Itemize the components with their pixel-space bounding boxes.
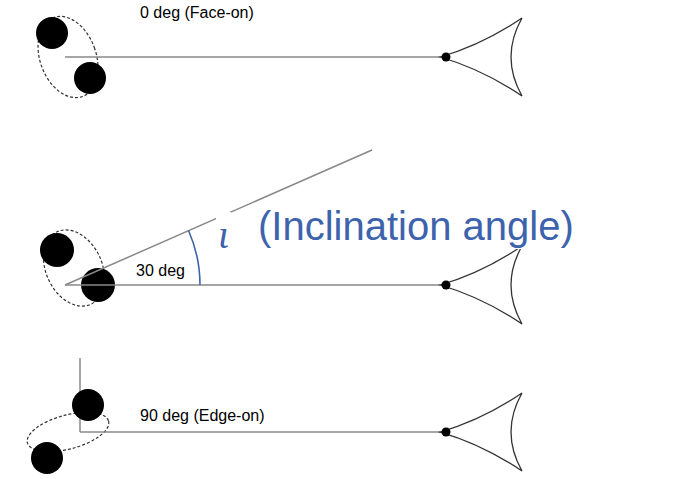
eye-pupil bbox=[442, 281, 451, 290]
eye-outline bbox=[440, 393, 522, 471]
angle-label: 0 deg (Face-on) bbox=[138, 4, 256, 22]
angle-caption: (Inclination angle) bbox=[256, 203, 576, 249]
eye-outline bbox=[440, 18, 522, 96]
eye-pupil bbox=[442, 53, 451, 62]
star bbox=[31, 442, 63, 474]
star bbox=[36, 17, 68, 49]
eye-pupil bbox=[442, 428, 451, 437]
eye-symbol bbox=[440, 393, 522, 471]
line-of-sight bbox=[80, 431, 444, 433]
star bbox=[74, 62, 106, 94]
eye-outline bbox=[440, 246, 522, 324]
line-of-sight bbox=[65, 284, 444, 286]
eye-symbol bbox=[440, 246, 522, 324]
star bbox=[40, 233, 74, 267]
star bbox=[72, 389, 104, 421]
angle-symbol: ι bbox=[216, 212, 231, 258]
angle-label: 30 deg bbox=[134, 262, 187, 280]
angle-arc bbox=[189, 231, 201, 286]
edge-on-binary bbox=[23, 358, 522, 474]
angle-label: 90 deg (Edge-on) bbox=[138, 407, 267, 425]
eye-symbol bbox=[440, 18, 522, 96]
face-on-binary bbox=[27, 8, 522, 106]
line-of-sight bbox=[65, 56, 444, 58]
